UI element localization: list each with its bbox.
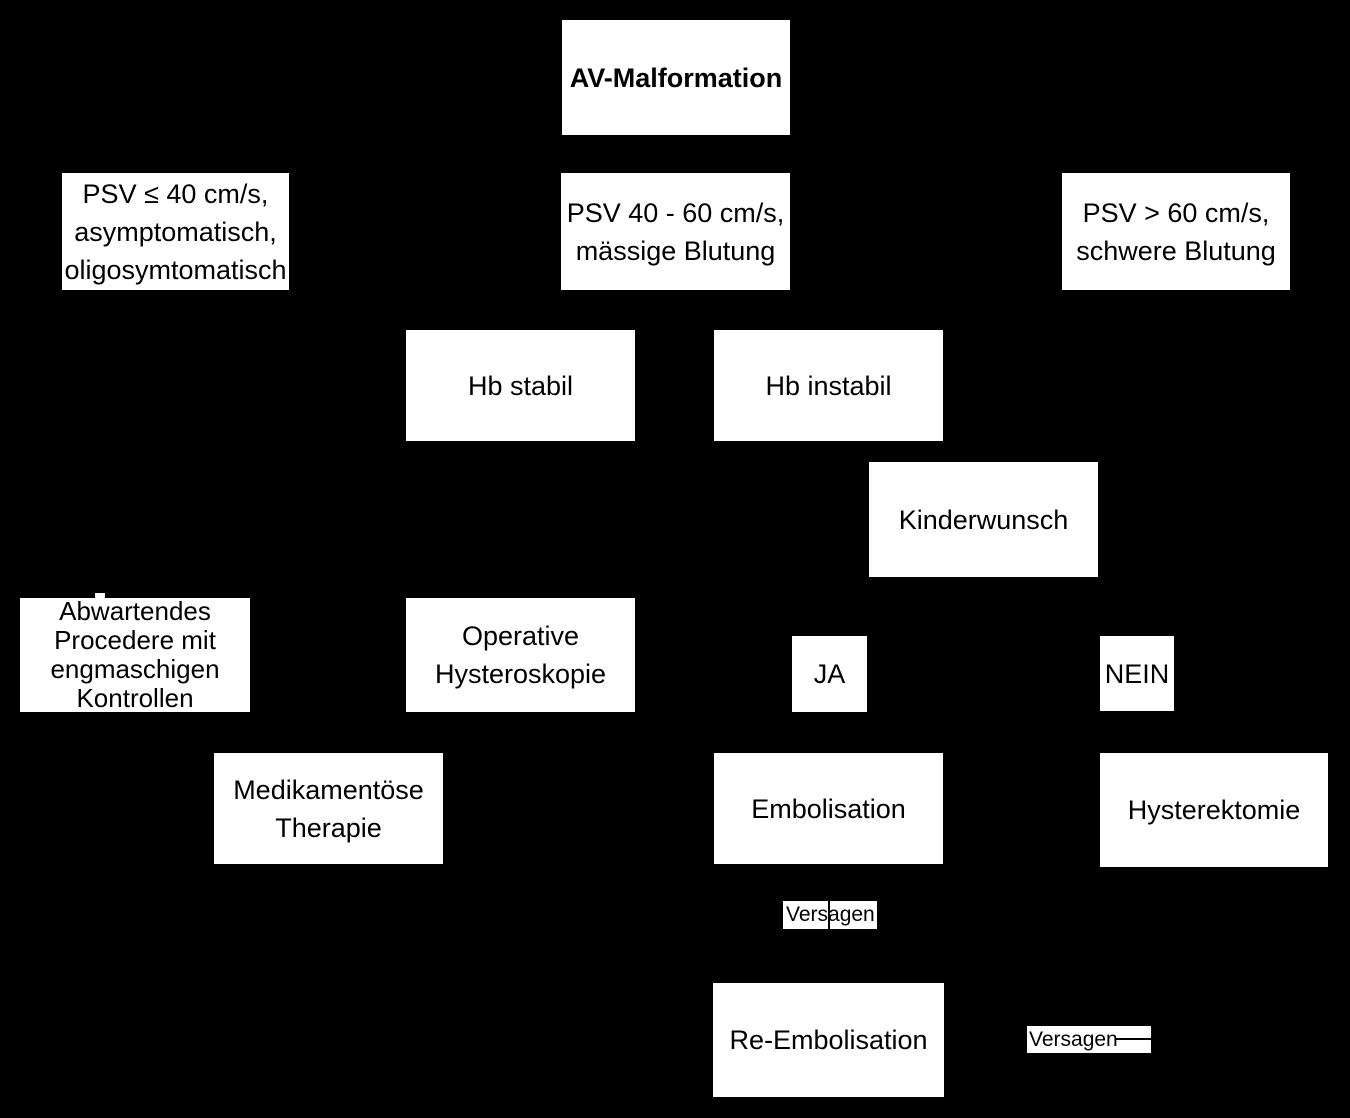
node-nein: NEIN bbox=[1100, 636, 1174, 711]
node-operative-hysteroskopie: Operative Hysteroskopie bbox=[406, 598, 635, 712]
node-psv-40-60: PSV 40 - 60 cm/s, mässige Blutung bbox=[561, 173, 790, 290]
node-hb-instabil: Hb instabil bbox=[714, 330, 943, 441]
node-ja: JA bbox=[792, 636, 867, 712]
edge-label-text: Versagen bbox=[786, 903, 875, 926]
node-embolisation: Embolisation bbox=[714, 753, 943, 864]
node-abwartendes-procedere: Abwartendes Procedere mit engmaschigen K… bbox=[20, 597, 250, 713]
edge-label-versagen-re-embolisation: Versagen bbox=[1027, 1026, 1151, 1053]
node-hb-stabil: Hb stabil bbox=[406, 330, 635, 441]
arrowhead-fragment bbox=[95, 593, 105, 598]
node-re-embolisation: Re-Embolisation bbox=[713, 983, 944, 1097]
connector-vertical-line bbox=[828, 901, 830, 929]
node-hysterektomie: Hysterektomie bbox=[1100, 753, 1328, 867]
node-psv-le-40: PSV ≤ 40 cm/s, asymptomatisch, oligosymt… bbox=[62, 173, 289, 290]
node-av-malformation: AV-Malformation bbox=[562, 20, 790, 135]
node-medikamentoese-therapie: Medikamentöse Therapie bbox=[214, 753, 443, 864]
node-psv-gt-60: PSV > 60 cm/s, schwere Blutung bbox=[1062, 173, 1290, 290]
node-kinderwunsch: Kinderwunsch bbox=[869, 462, 1098, 577]
edge-label-versagen-embolisation: Versagen bbox=[783, 901, 877, 929]
edge-label-text: Versagen bbox=[1029, 1027, 1118, 1051]
connector-horizontal-line bbox=[1115, 1038, 1151, 1040]
